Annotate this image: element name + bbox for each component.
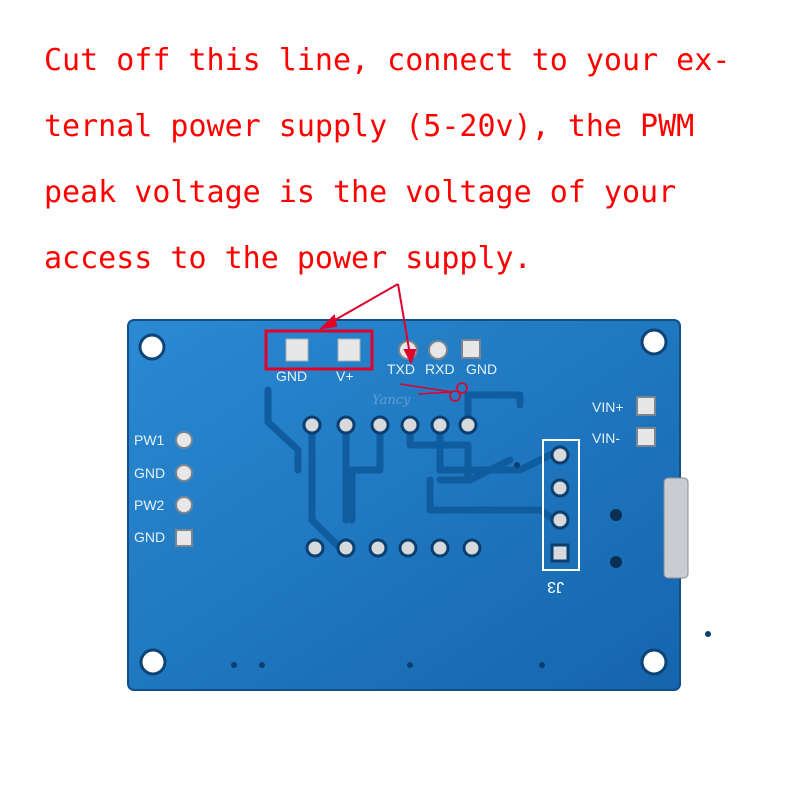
caption-line-3: peak voltage is the voltage of your xyxy=(44,175,677,210)
header-pins xyxy=(302,415,482,558)
label-txd: TXD xyxy=(387,361,415,377)
label-gnd-top: GND xyxy=(276,368,307,384)
vias xyxy=(231,462,711,668)
label-gnd-left-2: GND xyxy=(134,529,165,545)
label-vin-plus: VIN+ xyxy=(592,399,624,415)
label-rxd: RXD xyxy=(425,361,455,377)
right-pads xyxy=(636,396,656,447)
label-gnd-top-right: GND xyxy=(466,361,497,377)
highlight-box xyxy=(264,329,374,371)
instruction-caption: Cut off this line, connect to your ex- t… xyxy=(44,30,784,294)
j3-header xyxy=(542,439,580,571)
caption-line-1: Cut off this line, connect to your ex- xyxy=(44,43,731,78)
j3-label: J3 xyxy=(547,578,564,595)
caption-line-2: ternal power supply (5-20v), the PWM xyxy=(44,109,695,144)
label-pw2: PW2 xyxy=(134,497,165,513)
mounting-holes xyxy=(138,328,668,676)
label-vplus-top: V+ xyxy=(336,368,354,384)
label-vin-minus: VIN- xyxy=(592,430,620,446)
pcb-traces xyxy=(264,386,564,552)
usb-connector xyxy=(663,477,689,579)
caption-line-4: access to the power supply. xyxy=(44,241,532,276)
scissors-icon xyxy=(399,382,468,402)
label-pw1: PW1 xyxy=(134,432,165,448)
left-pads xyxy=(175,431,193,547)
watermark-text: Yancy xyxy=(372,393,411,408)
label-gnd-left-1: GND xyxy=(134,465,165,481)
annotation-arrows xyxy=(319,283,417,365)
